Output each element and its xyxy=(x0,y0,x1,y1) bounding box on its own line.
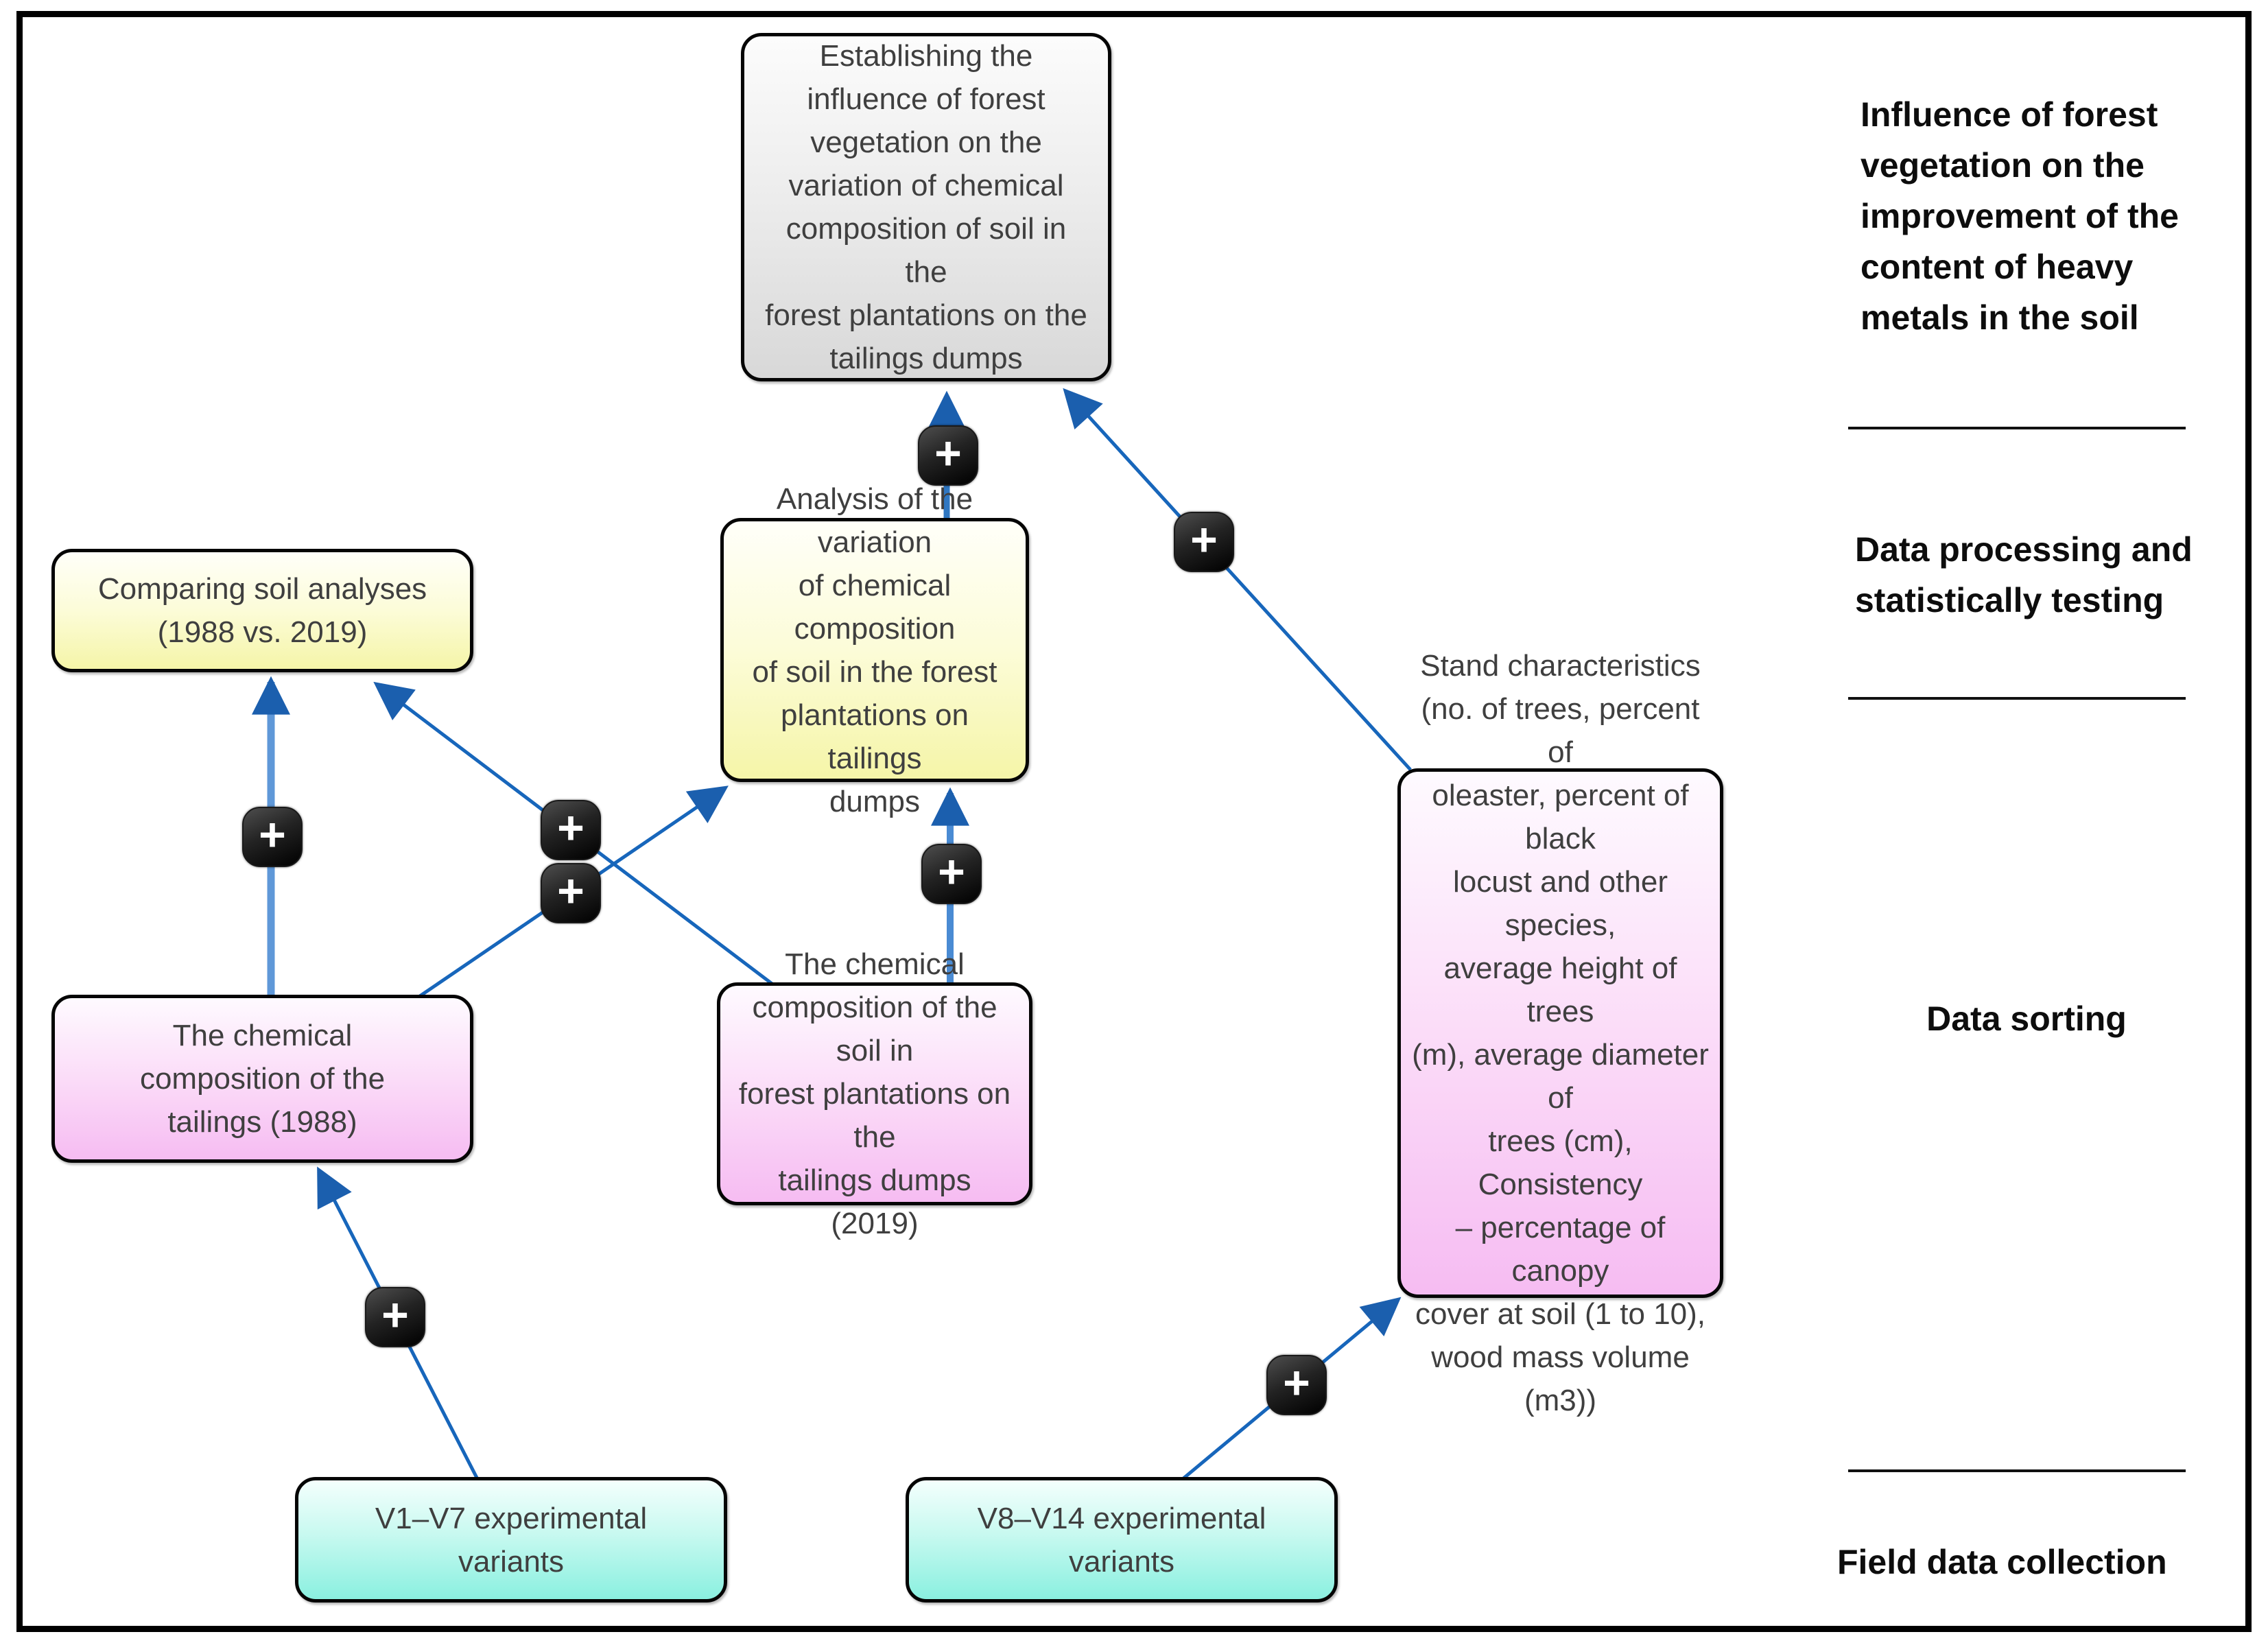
plus-icon: + xyxy=(1283,1357,1310,1409)
plus-connector-stand-goal: + xyxy=(1174,512,1234,572)
box-comparing-soil-analyses: Comparing soil analyses (1988 vs. 2019) xyxy=(51,549,473,672)
box-v1-v7-text: V1–V7 experimental variants xyxy=(375,1501,648,1579)
plus-connector-v8v14: + xyxy=(1266,1355,1327,1415)
plus-icon: + xyxy=(381,1289,409,1341)
box-v8-v14-variants: V8–V14 experimental variants xyxy=(906,1477,1338,1603)
arrow-stand-to-goal xyxy=(1063,388,1412,771)
plus-icon: + xyxy=(938,846,965,898)
box-v8-v14-text: V8–V14 experimental variants xyxy=(977,1501,1266,1579)
plus-connector-comparing: + xyxy=(242,807,303,867)
box-tailings-1988-text: The chemical composition of the tailings… xyxy=(139,1019,386,1139)
plus-icon: + xyxy=(557,865,584,917)
plus-connector-goal: + xyxy=(918,425,978,486)
box-soil-2019: The chemical composition of the soil in … xyxy=(717,947,1032,1240)
stage-divider-1 xyxy=(1848,427,2186,429)
figure-border xyxy=(16,11,2252,1632)
box-tailings-1988: The chemical composition of the tailings… xyxy=(51,995,473,1163)
box-stand-characteristics: Stand characteristics (no. of trees, per… xyxy=(1397,649,1723,1417)
plus-connector-analysis: + xyxy=(921,844,982,904)
plus-icon: + xyxy=(934,427,962,480)
stage-divider-2 xyxy=(1848,697,2186,700)
stage-divider-3 xyxy=(1848,1469,2186,1472)
plus-connector-cross-upper: + xyxy=(541,800,601,860)
stage-label-data-processing: Data processing and statistically testin… xyxy=(1855,530,2193,619)
plus-icon: + xyxy=(1190,514,1218,566)
plus-icon: + xyxy=(259,809,286,861)
box-soil-2019-text: The chemical composition of the soil in … xyxy=(738,947,1011,1240)
stage-label-data-sorting: Data sorting xyxy=(1926,1000,2127,1038)
box-goal-text: Establishing the influence of forest veg… xyxy=(765,39,1087,375)
plus-connector-v1v7: + xyxy=(365,1287,425,1347)
plus-icon: + xyxy=(557,802,584,854)
box-analysis-of-variation: Analysis of the variation of chemical co… xyxy=(720,482,1029,818)
box-stand-characteristics-text: Stand characteristics (no. of trees, per… xyxy=(1412,649,1709,1417)
box-v1-v7-variants: V1–V7 experimental variants xyxy=(295,1477,727,1603)
stage-label-influence: Influence of forest vegetation on the im… xyxy=(1861,95,2179,337)
box-goal: Establishing the influence of forest veg… xyxy=(741,33,1111,381)
box-comparing-text: Comparing soil analyses (1988 vs. 2019) xyxy=(97,572,427,649)
plus-connector-cross-lower: + xyxy=(541,863,601,923)
box-analysis-text: Analysis of the variation of chemical co… xyxy=(752,482,997,818)
stage-label-field-data-collection: Field data collection xyxy=(1837,1543,2167,1581)
